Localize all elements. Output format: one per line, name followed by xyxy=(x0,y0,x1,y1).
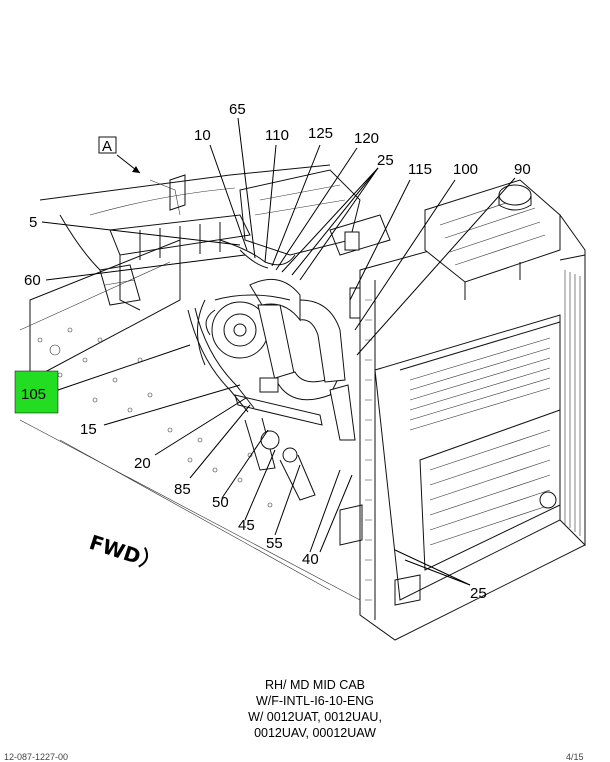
diagram-caption: RH/ MD MID CAB W/F-INTL-I6-10-ENG W/ 001… xyxy=(205,677,425,741)
callout-15[interactable]: 15 xyxy=(80,421,97,438)
callout-105-highlight[interactable]: 105 xyxy=(14,370,59,414)
callout-120[interactable]: 120 xyxy=(354,130,379,147)
callout-110[interactable]: 110 xyxy=(265,127,289,144)
turbo-and-pipes-drawing xyxy=(187,239,373,501)
fwd-indicator: FWD xyxy=(86,530,149,569)
radiator-drawing xyxy=(339,214,586,641)
callout-100[interactable]: 100 xyxy=(453,161,478,178)
caption-line-4: 0012UAV, 00012UAW xyxy=(254,726,376,740)
callout-25-top[interactable]: 25 xyxy=(377,152,394,169)
view-a-indicator: A xyxy=(98,136,141,174)
footer-drawing-number: 12-087-1227-00 xyxy=(4,752,69,762)
caption-line-2: W/F-INTL-I6-10-ENG xyxy=(255,694,375,708)
callout-85[interactable]: 85 xyxy=(174,481,191,498)
callout-60[interactable]: 60 xyxy=(24,272,41,289)
engine-drawing xyxy=(99,169,391,311)
footer-page-number: 4/15 xyxy=(566,752,584,762)
callout-65[interactable]: 65 xyxy=(229,101,246,118)
callout-20[interactable]: 20 xyxy=(134,455,151,472)
callout-50[interactable]: 50 xyxy=(212,494,229,511)
frame-holes xyxy=(37,327,273,508)
callout-115[interactable]: 115 xyxy=(408,161,432,178)
view-a-label: A xyxy=(102,138,112,155)
callout-25-bottom[interactable]: 25 xyxy=(470,585,487,602)
chassis-frame-drawing xyxy=(19,164,361,601)
callout-10[interactable]: 10 xyxy=(194,127,211,144)
callout-5[interactable]: 5 xyxy=(29,214,37,231)
caption-line-3: W/ 0012UAT, 0012UAU, xyxy=(248,710,382,724)
caption-line-1: RH/ MD MID CAB xyxy=(265,678,365,692)
callout-45[interactable]: 45 xyxy=(238,517,255,534)
callout-105[interactable]: 105 xyxy=(21,386,46,403)
highlight-box[interactable] xyxy=(14,370,59,414)
callout-55[interactable]: 55 xyxy=(266,535,283,552)
callout-40[interactable]: 40 xyxy=(302,551,319,568)
callout-labels: 5 10 15 20 25 25 40 45 50 55 60 65 85 90… xyxy=(24,101,531,602)
surge-tank-drawing xyxy=(424,179,561,300)
leader-lines xyxy=(41,117,516,586)
fwd-label: FWD xyxy=(86,530,143,569)
callout-125[interactable]: 125 xyxy=(308,125,333,142)
callout-90[interactable]: 90 xyxy=(514,161,531,178)
